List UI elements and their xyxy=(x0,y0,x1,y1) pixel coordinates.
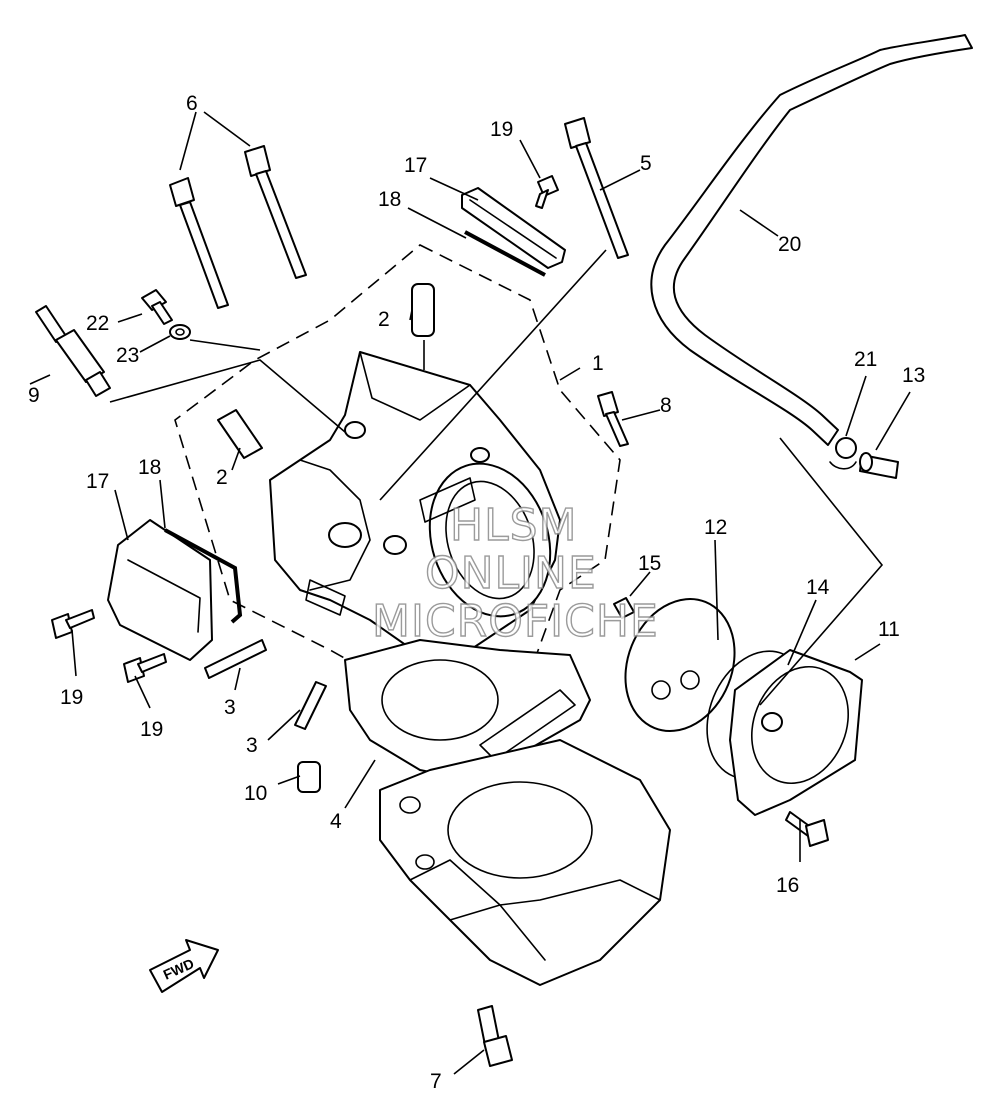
valve-cover-side-gasket[interactable] xyxy=(164,528,243,624)
head-bolt-6-left[interactable] xyxy=(169,177,229,309)
callout-18-side: 18 xyxy=(138,456,161,479)
callout-13: 13 xyxy=(902,364,925,387)
hose-clip[interactable] xyxy=(829,437,857,470)
bolt-19-side-upper[interactable] xyxy=(51,609,95,639)
stud-3-lower[interactable] xyxy=(294,681,327,730)
bolt-15[interactable] xyxy=(613,597,635,619)
spark-plug[interactable] xyxy=(35,305,111,397)
dowel-pin-left[interactable] xyxy=(217,409,263,459)
dowel-10[interactable] xyxy=(297,761,321,793)
dowel-pin-top[interactable] xyxy=(411,283,435,337)
callout-4: 4 xyxy=(330,810,342,833)
bolt-8[interactable] xyxy=(597,391,629,447)
forward-arrow-icon: FWD xyxy=(149,939,219,993)
leader-lines xyxy=(29,111,911,1075)
callout-17-side: 17 xyxy=(86,470,109,493)
head-bolt-5[interactable] xyxy=(564,117,629,259)
callout-23: 23 xyxy=(116,344,139,367)
callout-22: 22 xyxy=(86,312,109,335)
callout-18-top: 18 xyxy=(378,188,401,211)
washer-23[interactable] xyxy=(169,324,191,340)
bolt-19-side-lower[interactable] xyxy=(123,653,167,683)
callout-10: 10 xyxy=(244,782,267,805)
callout-12: 12 xyxy=(704,516,727,539)
callout-16: 16 xyxy=(776,874,799,897)
callout-1: 1 xyxy=(592,352,604,375)
callout-3-lower: 3 xyxy=(246,734,258,757)
plate-12[interactable] xyxy=(606,582,753,747)
bolt-22[interactable] xyxy=(141,289,173,325)
callout-19-side-lower: 19 xyxy=(140,718,163,741)
watermark-line-2: ONLINE xyxy=(425,548,597,599)
callout-14: 14 xyxy=(806,576,830,599)
bolt-7[interactable] xyxy=(477,1005,513,1067)
callout-9: 9 xyxy=(28,384,40,407)
valve-cover-top-gasket[interactable] xyxy=(464,230,546,277)
callout-6: 6 xyxy=(186,92,198,115)
callout-20: 20 xyxy=(778,233,801,256)
side-cover-11[interactable] xyxy=(729,649,865,816)
callout-15: 15 xyxy=(638,552,661,575)
callout-8: 8 xyxy=(660,394,672,417)
callout-17-top: 17 xyxy=(404,154,427,177)
breather-hose[interactable] xyxy=(650,34,973,446)
valve-cover-top[interactable] xyxy=(461,187,566,269)
callout-labels: 6 19 17 18 5 20 2 1 8 22 23 9 21 13 2 17… xyxy=(28,92,925,1093)
head-bolt-6-right[interactable] xyxy=(244,145,307,279)
callout-11: 11 xyxy=(878,618,900,641)
valve-cover-side[interactable] xyxy=(107,519,213,661)
callout-19-side-upper: 19 xyxy=(60,686,83,709)
bolt-19-top[interactable] xyxy=(535,175,559,209)
watermark-line-1: HLSM xyxy=(450,500,578,551)
callout-21: 21 xyxy=(854,348,877,371)
watermark: HLSM ONLINE MICROFICHE xyxy=(371,499,659,647)
callout-19-top: 19 xyxy=(490,118,513,141)
head-gasket[interactable] xyxy=(344,639,591,781)
callout-2-left: 2 xyxy=(216,466,228,489)
cylinder-block[interactable] xyxy=(379,739,671,986)
hose-fitting[interactable] xyxy=(859,452,899,479)
callout-5: 5 xyxy=(640,152,652,175)
callout-2-top: 2 xyxy=(378,308,390,331)
stud-3-upper[interactable] xyxy=(204,639,267,679)
bolt-16[interactable] xyxy=(785,811,829,847)
callout-3-upper: 3 xyxy=(224,696,236,719)
cylinder-head[interactable] xyxy=(269,351,569,656)
callout-7: 7 xyxy=(430,1070,442,1093)
assembly-dashed-outline xyxy=(174,244,621,701)
watermark-line-3: MICROFICHE xyxy=(372,596,659,647)
